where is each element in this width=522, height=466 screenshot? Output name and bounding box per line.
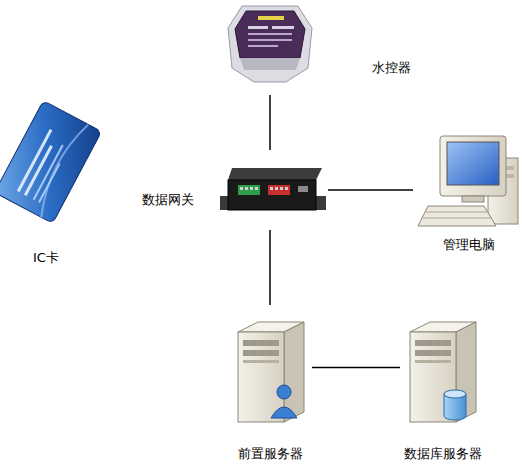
device-node: 管理电脑 <box>413 125 520 230</box>
network-link <box>312 367 400 369</box>
device-node: 数据库服务器 <box>400 305 488 430</box>
network-link <box>328 189 413 191</box>
device-label: 管理电脑 <box>443 237 495 253</box>
device-label: 前置服务器 <box>238 446 303 462</box>
device-node: IC卡 <box>5 110 93 215</box>
device-label: 数据库服务器 <box>404 446 482 462</box>
device-label: 水控器 <box>372 60 411 76</box>
device-label: 数据网关 <box>142 192 194 208</box>
device-node: 数据网关 <box>222 150 328 230</box>
front-server-icon <box>238 322 304 422</box>
db-server-icon <box>410 322 476 422</box>
gateway-icon <box>220 168 326 210</box>
pc-icon <box>418 136 518 226</box>
water-controller-icon <box>228 6 312 82</box>
network-link <box>269 95 271 150</box>
device-label: IC卡 <box>33 250 59 266</box>
network-link <box>269 230 271 305</box>
ic-card-icon <box>0 101 102 224</box>
device-node: 水控器 <box>225 0 315 95</box>
device-node: 前置服务器 <box>228 305 312 430</box>
